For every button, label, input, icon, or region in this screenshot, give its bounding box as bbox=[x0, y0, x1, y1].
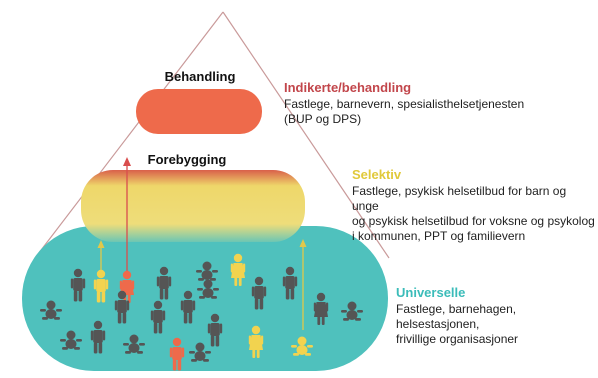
selective-tier-shape bbox=[81, 170, 305, 242]
selective-line-1: Fastlege, psykisk helsetilbud for barn o… bbox=[352, 184, 567, 213]
treatment-description: Indikerte/behandling Fastlege, barnevern… bbox=[284, 80, 594, 127]
selective-line-2: og psykisk helsetilbud for voksne og psy… bbox=[352, 214, 595, 228]
arrow-to-treatment bbox=[123, 157, 131, 278]
selective-description: Selektiv Fastlege, psykisk helsetilbud f… bbox=[352, 167, 596, 244]
triangle-left-edge bbox=[34, 11, 224, 259]
triangle-right-edge bbox=[222, 11, 390, 259]
arrow-right-to-selective bbox=[299, 239, 307, 330]
arrow-left-to-selective bbox=[97, 240, 105, 272]
universal-description: Universelle Fastlege, barnehagen, helses… bbox=[396, 285, 596, 347]
treatment-title: Indikerte/behandling bbox=[284, 80, 412, 95]
treatment-line-2: (BUP og DPS) bbox=[284, 112, 362, 126]
universal-tier-shape bbox=[22, 226, 388, 371]
selective-title: Selektiv bbox=[352, 167, 402, 182]
tier-heading-forebygging: Forebygging bbox=[147, 152, 227, 167]
selective-line-3: i kommunen, PPT og familievern bbox=[352, 229, 526, 243]
universal-title: Universelle bbox=[396, 285, 466, 300]
treatment-line-1: Fastlege, barnevern, spesialisthelsetjen… bbox=[284, 97, 525, 111]
treatment-tier-shape bbox=[136, 89, 262, 134]
tier-heading-behandling: Behandling bbox=[164, 69, 236, 84]
universal-line-2: frivillige organisasjoner bbox=[396, 332, 519, 346]
universal-line-1: Fastlege, barnehagen, helsestasjonen, bbox=[396, 302, 517, 331]
